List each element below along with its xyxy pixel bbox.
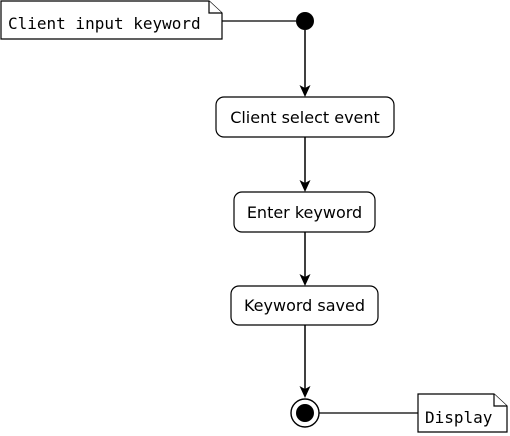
edge-action-2-to-action-3	[299, 232, 311, 286]
final-node	[290, 398, 320, 428]
note-end-text: Display	[425, 408, 493, 427]
action-enter-keyword: Enter keyword	[233, 191, 376, 233]
edge-start-to-action-1	[299, 30, 311, 97]
action-keyword-saved: Keyword saved	[230, 285, 379, 326]
action-enter-keyword-label: Enter keyword	[247, 203, 362, 222]
action-keyword-saved-label: Keyword saved	[244, 296, 365, 315]
edge-action-1-to-action-2	[299, 137, 311, 192]
initial-node	[296, 12, 314, 30]
action-client-select-event: Client select event	[215, 96, 395, 138]
edge-action-3-to-final	[299, 325, 311, 398]
note-start-text: Client input keyword	[8, 14, 201, 33]
note-end: Display	[417, 393, 508, 433]
note-start: Client input keyword	[0, 0, 223, 40]
action-client-select-event-label: Client select event	[230, 108, 380, 127]
